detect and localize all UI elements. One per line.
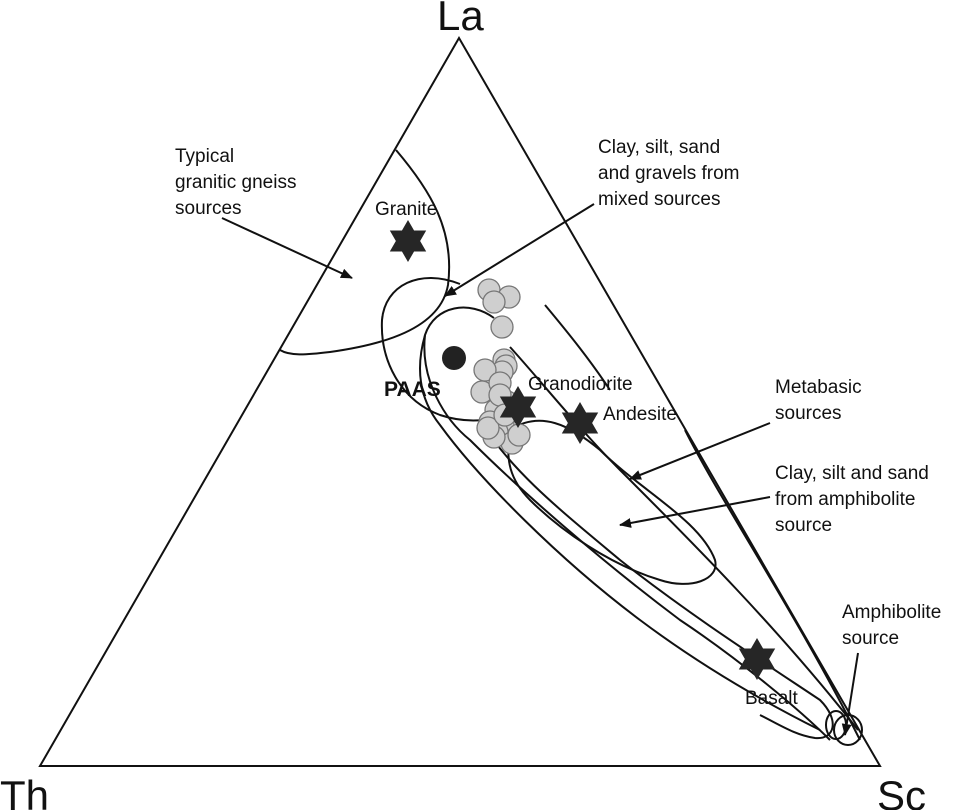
granite-label: Granite xyxy=(375,199,437,220)
granite-star xyxy=(389,220,427,262)
sample-point xyxy=(476,416,500,440)
basalt-star xyxy=(738,638,776,680)
annotation-metabasic: Metabasic sources xyxy=(775,377,867,424)
field-metabasic-left xyxy=(509,346,859,731)
sample-point xyxy=(507,423,531,447)
arrow-amphibolite-source xyxy=(841,652,859,736)
basalt-label: Basalt xyxy=(745,688,799,709)
paas-label: PAAS xyxy=(384,378,441,401)
sample-point xyxy=(490,315,514,339)
arrow-metabasic xyxy=(629,422,771,480)
annotation-granitic-gneiss: Typical granitic gneiss sources xyxy=(175,146,302,219)
annotation-amphibolite-source: Amphibolite source xyxy=(842,602,947,649)
paas-point xyxy=(442,346,466,370)
sample-points xyxy=(470,278,531,455)
andesite-star xyxy=(561,402,599,444)
sample-point xyxy=(482,290,506,314)
arrow-granitic-gneiss xyxy=(221,217,353,279)
apex-label-la: La xyxy=(437,0,484,39)
apex-label-sc: Sc xyxy=(877,772,926,810)
field-metabasic-lower xyxy=(684,429,861,741)
granodiorite-star xyxy=(499,386,537,428)
arrow-amphibolite-clay xyxy=(619,496,771,528)
annotation-mixed-sources: Clay, silt, sand and gravels from mixed … xyxy=(598,137,745,210)
field-inner-paas xyxy=(419,306,821,731)
apex-label-th: Th xyxy=(0,772,49,810)
annotation-amphibolite-clay: Clay, silt and sand from amphibolite sou… xyxy=(775,463,934,536)
arrow-mixed-sources xyxy=(444,203,595,297)
field-mixed-sources xyxy=(380,276,516,422)
reference-stars xyxy=(389,220,776,680)
field-granitic-gneiss xyxy=(279,149,451,356)
field-metabasic-right xyxy=(544,304,611,391)
andesite-label: Andesite xyxy=(603,404,677,425)
granodiorite-label: Granodiorite xyxy=(528,374,633,395)
field-amphibolite-clay xyxy=(507,419,717,585)
triangle-frame xyxy=(38,35,882,767)
